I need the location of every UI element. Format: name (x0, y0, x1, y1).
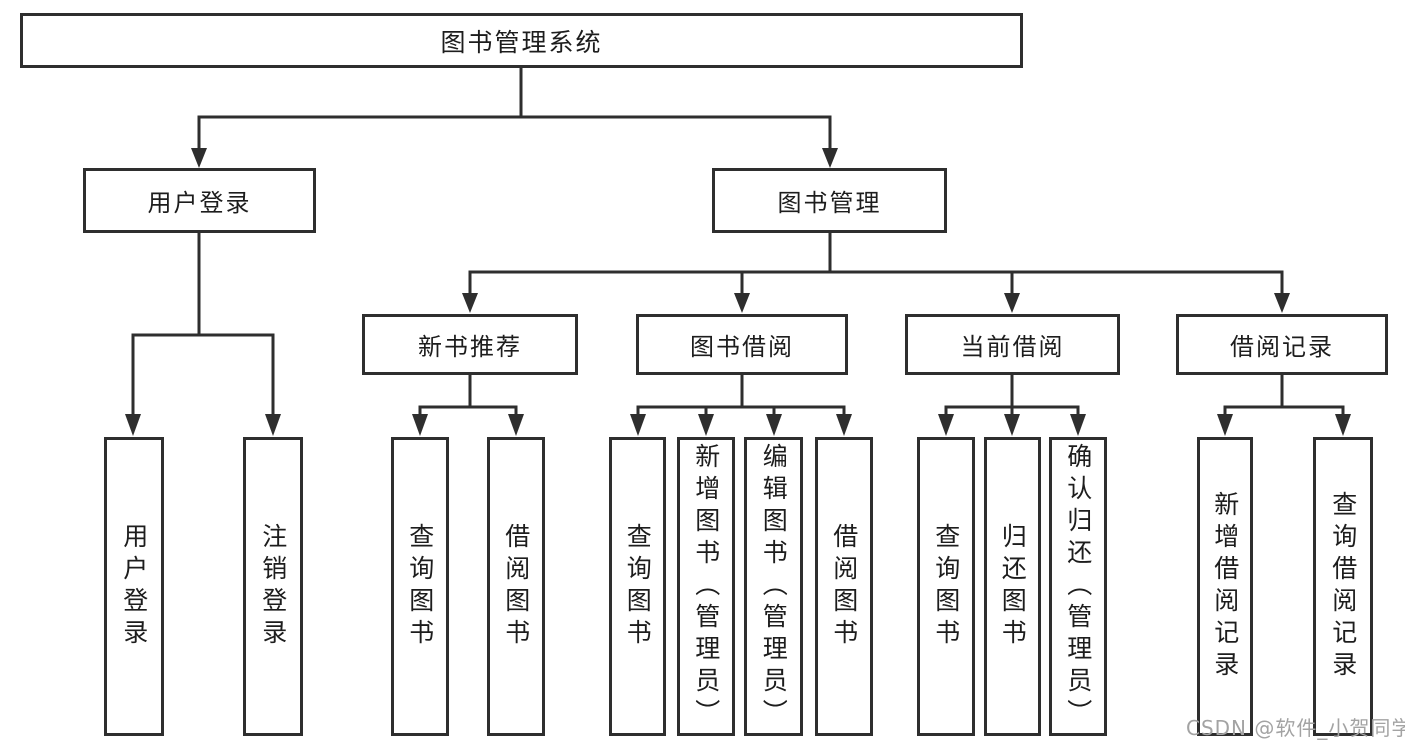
leaf-add-books-admin: 新增图书（管理员） (677, 437, 735, 736)
leaf-query-books-recommend: 查询图书 (391, 437, 449, 736)
leaf-logout: 注销登录 (243, 437, 303, 736)
leaf-return-books-label: 归还图书 (998, 522, 1028, 651)
leaf-query-books-borrow-label: 查询图书 (623, 522, 653, 651)
watermark-text: CSDN @软件_小贺同学 (1186, 716, 1405, 740)
node-new-book-recommend: 新书推荐 (362, 314, 578, 375)
node-book-borrow-label: 图书借阅 (690, 333, 794, 361)
node-user-login: 用户登录 (83, 168, 316, 233)
node-current-borrow-label: 当前借阅 (960, 333, 1065, 361)
leaf-query-borrow-record-label: 查询借阅记录 (1328, 490, 1358, 683)
connector-new-book-recommend-children (412, 375, 524, 436)
node-book-management: 图书管理 (712, 168, 947, 233)
connector-root-to-level1 (191, 68, 838, 168)
node-user-login-label: 用户登录 (147, 189, 252, 217)
leaf-confirm-return-admin: 确认归还（管理员） (1049, 437, 1107, 736)
leaf-borrow-books-label: 借阅图书 (829, 522, 859, 651)
node-root-system: 图书管理系统 (20, 13, 1023, 68)
leaf-borrow-books-recommend-label: 借阅图书 (501, 522, 531, 651)
connector-borrow-records-children (1217, 375, 1351, 436)
connector-current-borrow-children (938, 375, 1086, 436)
node-book-borrow: 图书借阅 (636, 314, 848, 375)
leaf-edit-books-admin: 编辑图书（管理员） (744, 437, 803, 736)
node-new-book-recommend-label: 新书推荐 (418, 333, 522, 361)
leaf-query-borrow-record: 查询借阅记录 (1313, 437, 1373, 736)
leaf-return-books: 归还图书 (984, 437, 1041, 736)
leaf-add-borrow-record: 新增借阅记录 (1197, 437, 1253, 736)
leaf-edit-books-admin-label: 编辑图书（管理员） (759, 442, 789, 731)
leaf-user-login: 用户登录 (104, 437, 164, 736)
leaf-query-books-current-label: 查询图书 (931, 522, 961, 651)
node-borrow-records: 借阅记录 (1176, 314, 1388, 375)
leaf-confirm-return-admin-label: 确认归还（管理员） (1063, 442, 1093, 731)
leaf-query-books-borrow: 查询图书 (609, 437, 666, 736)
leaf-borrow-books-recommend: 借阅图书 (487, 437, 545, 736)
leaf-query-books-recommend-label: 查询图书 (405, 522, 435, 651)
connector-book-borrow-children (630, 375, 852, 436)
node-book-management-label: 图书管理 (777, 189, 882, 217)
leaf-query-books-current: 查询图书 (917, 437, 975, 736)
node-current-borrow: 当前借阅 (905, 314, 1120, 375)
connector-book-management-children (462, 233, 1290, 313)
leaf-logout-label: 注销登录 (258, 522, 288, 651)
leaf-add-books-admin-label: 新增图书（管理员） (691, 442, 721, 731)
node-root-label: 图书管理系统 (440, 27, 603, 57)
node-borrow-records-label: 借阅记录 (1230, 333, 1334, 361)
connector-user-login-children (125, 233, 281, 436)
leaf-borrow-books: 借阅图书 (815, 437, 873, 736)
leaf-add-borrow-record-label: 新增借阅记录 (1210, 490, 1240, 683)
leaf-user-login-label: 用户登录 (119, 522, 149, 651)
